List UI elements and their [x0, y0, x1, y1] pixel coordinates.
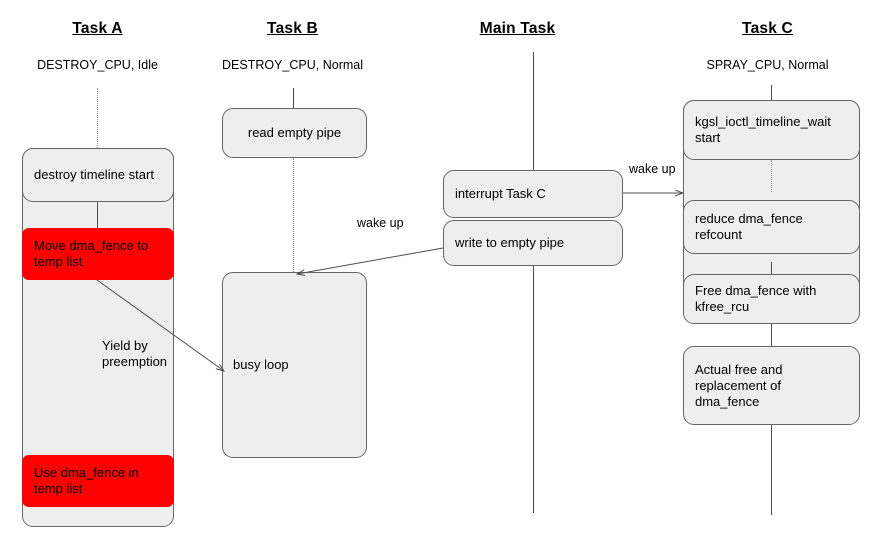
step-write-to-empty-pipe[interactable]: write to empty pipe	[443, 220, 623, 266]
step-move-dma-fence-to-temp-list[interactable]: Move dma_fence to temp list	[22, 228, 174, 280]
step-free-dma-fence-with-kfree-rcu[interactable]: Free dma_fence with kfree_rcu	[683, 274, 860, 324]
lifeline-task-c-inner	[771, 160, 772, 192]
lifeline-task-b	[293, 158, 294, 272]
lifeline-title-task-c: Task C	[742, 20, 793, 37]
step-destroy-timeline-start[interactable]: destroy timeline start	[22, 148, 174, 202]
task-a-internal-line	[97, 202, 98, 228]
step-actual-free-and-replacement[interactable]: Actual free and replacement of dma_fence	[683, 346, 860, 425]
note-yield-by-preemption: Yield by preemption	[102, 338, 168, 369]
lifeline-main-task-bottom	[533, 266, 534, 513]
lifeline-subtitle-task-a: DESTROY_CPU, Idle	[37, 58, 158, 72]
lifeline-task-b-solid	[293, 88, 294, 108]
lifeline-title-task-a: Task A	[72, 20, 123, 37]
step-use-dma-fence-in-temp-list[interactable]: Use dma_fence in temp list	[22, 455, 174, 507]
arrow-label-wake-up-task-b: wake up	[355, 216, 406, 230]
step-read-empty-pipe[interactable]: read empty pipe	[222, 108, 367, 158]
lifeline-title-main-task: Main Task	[479, 20, 556, 37]
task-c-internal-line-2	[771, 322, 772, 346]
step-interrupt-task-c[interactable]: interrupt Task C	[443, 170, 623, 218]
activation-task-b	[222, 272, 367, 458]
step-reduce-dma-fence-refcount[interactable]: reduce dma_fence refcount	[683, 200, 860, 254]
task-c-internal-line-1	[771, 262, 772, 284]
step-busy-loop[interactable]: busy loop	[233, 357, 289, 372]
arrow-label-wake-up-task-c: wake up	[627, 162, 678, 176]
lifeline-main-task-top	[533, 52, 534, 170]
step-kgsl-ioctl-timeline-wait-start[interactable]: kgsl_ioctl_timeline_wait start	[683, 100, 860, 160]
lifeline-task-c-top	[771, 85, 772, 105]
arrow-wake-up-task-b	[297, 247, 444, 274]
lifeline-subtitle-task-c: SPRAY_CPU, Normal	[706, 58, 829, 72]
lifeline-task-c-bottom	[771, 425, 772, 515]
lifeline-subtitle-task-b: DESTROY_CPU, Normal	[222, 58, 363, 72]
lifeline-title-task-b: Task B	[267, 20, 318, 37]
